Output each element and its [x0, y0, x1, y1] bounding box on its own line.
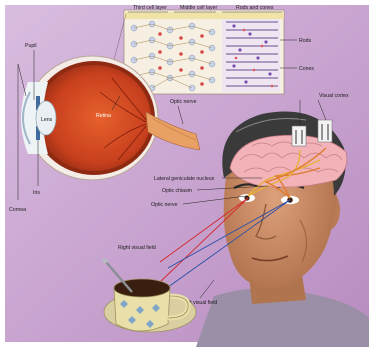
label-cornea: Cornea: [9, 207, 26, 213]
label-cones: Cones: [299, 66, 314, 72]
label-optic-nerve-eye: Optic nerve: [170, 99, 197, 105]
label-lateral-geniculate-nucleus: Lateral geniculate nucleus: [154, 176, 215, 182]
label-rods: Rods: [299, 38, 312, 44]
label-optic-chiasm: Optic chiasm: [162, 188, 192, 194]
label-visual-cortex: Visual cortex: [319, 93, 349, 99]
label-rods-and-cones: Rods and cones: [236, 5, 274, 11]
label-middle-cell-layer: Middle cell layer: [180, 5, 217, 11]
label-iris: Iris: [33, 190, 40, 196]
label-right-visual-field: Right visual field: [118, 245, 156, 251]
label-optic-nerve-brain: Optic nerve: [151, 202, 178, 208]
label-pupil: Pupil: [25, 43, 37, 49]
retina-cross-section: [124, 10, 284, 94]
label-lens: Lens: [41, 117, 53, 123]
label-third-cell-layer: Third cell layer: [133, 5, 167, 11]
label-retina: Retina: [96, 113, 111, 119]
